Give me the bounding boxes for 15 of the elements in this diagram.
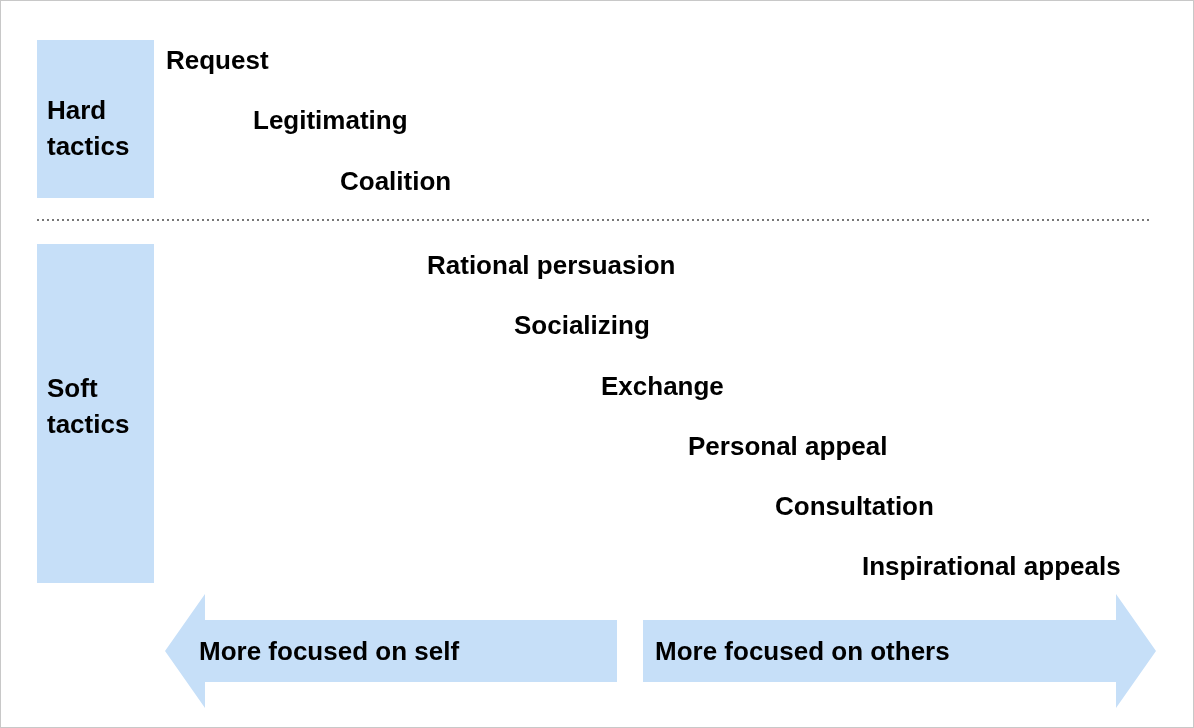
category-band: [37, 244, 154, 583]
tactic-label: Rational persuasion: [427, 249, 676, 280]
tactic-label: Coalition: [340, 165, 452, 196]
tactic-label: Socializing: [514, 310, 650, 341]
tactic-label: Personal appeal: [688, 430, 888, 461]
tactic-label: Legitimating: [253, 105, 408, 136]
category-label: Soft tactics: [47, 372, 131, 441]
category-band: [37, 40, 154, 198]
arrow-label: More focused on others: [655, 636, 950, 666]
tactic-label: Consultation: [775, 491, 934, 522]
tactic-label: Exchange: [601, 370, 724, 401]
tactic-label: Request: [166, 45, 269, 75]
arrow-label: More focused on self: [199, 636, 460, 666]
tactic-label: Inspirational appeals: [862, 551, 1121, 582]
category-label: Hard tactics: [47, 94, 131, 163]
